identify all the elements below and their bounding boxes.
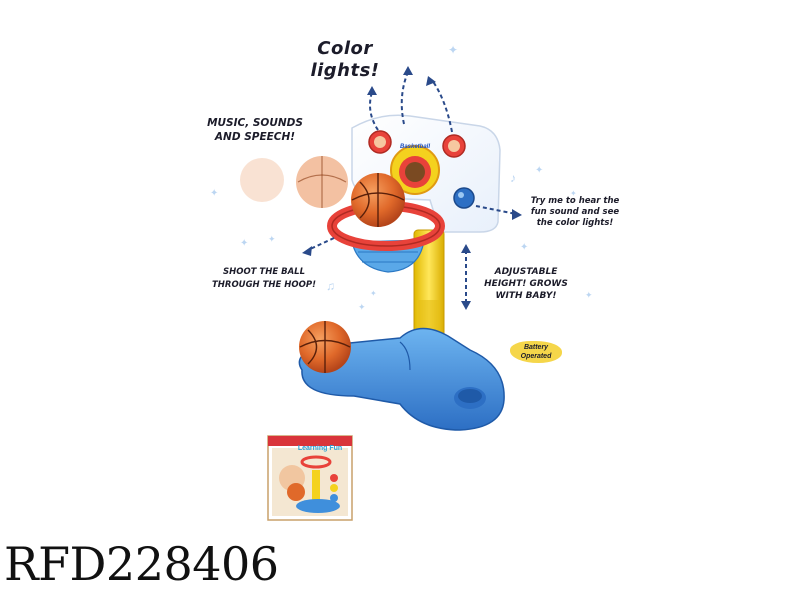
blue-base [298,327,505,431]
backboard [351,114,501,233]
product-box [267,435,353,521]
svg-text:✦: ✦ [448,43,458,57]
svg-text:✦: ✦ [520,242,528,253]
svg-text:♪: ♪ [510,171,516,185]
sku-code: RFD228406 [4,537,279,591]
svg-text:✦: ✦ [358,302,366,312]
svg-text:✦: ✦ [585,290,593,300]
feature-music-label: MUSIC, SOUNDS AND SPEECH! [207,117,303,143]
svg-text:✦: ✦ [268,234,276,244]
brand-label: Basketball [399,144,430,150]
basketball-icon [351,173,405,227]
headline-color-lights: Color lights! [310,38,380,81]
svg-text:✦: ✦ [535,165,543,176]
ball-motion-trail [240,156,348,208]
arrow-icon [302,66,522,310]
star-icon: ✦ ✦ ✦ ✦ ✦ ✦ ✦ ✦ ✦ ✦ [210,43,593,312]
adjustable-pole [413,229,445,341]
svg-text:♫: ♫ [326,279,335,293]
feature-shoot-label: SHOOT THE BALL THROUGH THE HOOP! [212,267,316,290]
svg-text:✦: ✦ [570,189,577,198]
box-title: Learning Fun [297,445,343,452]
feature-try-label: Try me to hear the fun sound and see the… [530,196,620,228]
feature-adjust-label: ADJUSTABLE HEIGHT! GROWS WITH BABY! [484,267,568,301]
basketball-icon [299,321,351,373]
svg-text:✦: ✦ [370,289,377,298]
music-note-icon: ♪ ♫ [326,171,516,293]
battery-badge: Battery Operated [510,341,562,363]
svg-text:✦: ✦ [210,188,218,199]
arrow-icon [307,71,517,304]
svg-text:✦: ✦ [240,238,248,249]
